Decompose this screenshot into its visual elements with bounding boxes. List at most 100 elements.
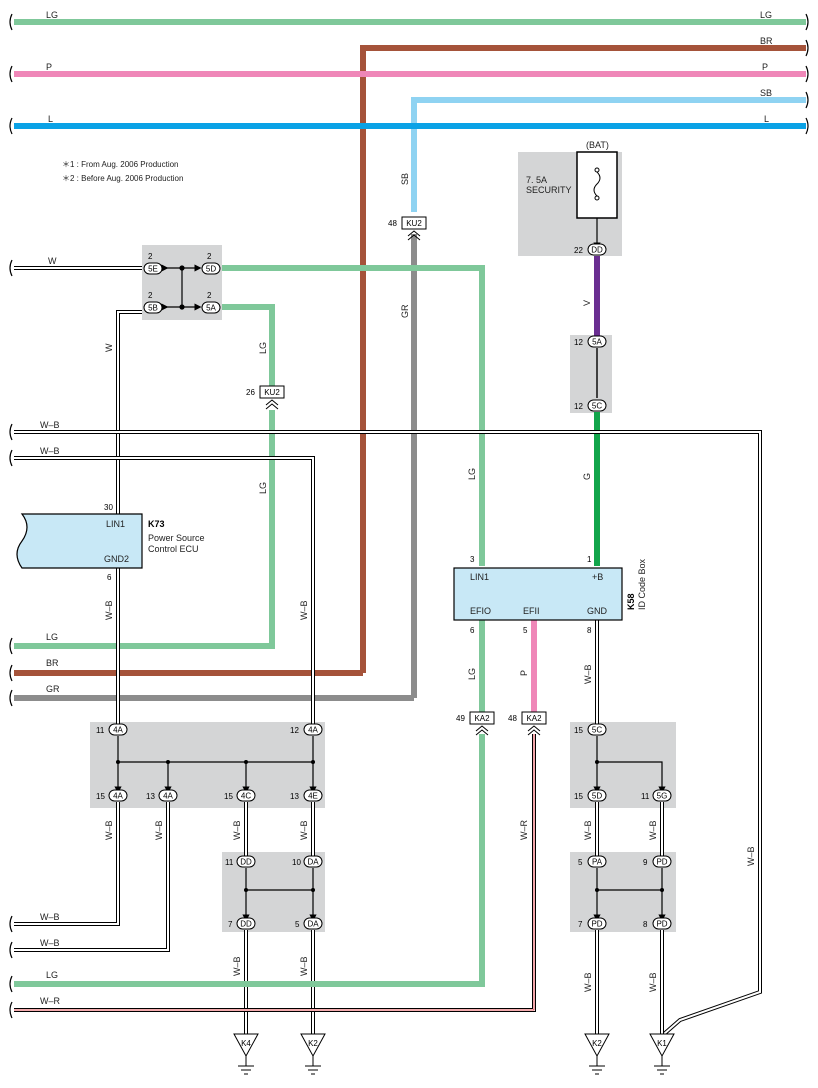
k73-pin-gnd: 6 xyxy=(107,573,112,582)
svg-text:8: 8 xyxy=(643,920,648,929)
svg-text:5E: 5E xyxy=(148,265,158,274)
svg-text:2: 2 xyxy=(207,291,212,300)
k58-pin-b: 1 xyxy=(587,555,592,564)
svg-text:15: 15 xyxy=(224,792,233,801)
svg-text:7: 7 xyxy=(578,920,583,929)
svg-text:4A: 4A xyxy=(113,726,123,735)
k58-id-code-box: LIN1 +B EFIO EFII GND 3 1 6 5 8 K58 ID C… xyxy=(453,555,647,635)
fuse-bat-label: (BAT) xyxy=(586,140,609,150)
svg-text:15: 15 xyxy=(96,792,105,801)
wire-wr xyxy=(14,734,535,1011)
svg-text:12: 12 xyxy=(574,338,583,347)
wire-lg-1-label: LG xyxy=(258,342,268,354)
svg-text:11: 11 xyxy=(641,792,650,801)
svg-text:4C: 4C xyxy=(241,792,251,801)
svg-text:DD: DD xyxy=(591,246,603,255)
ground-k4: K4 xyxy=(233,1033,259,1075)
left-bus-wb3: W–B xyxy=(40,912,60,922)
wire-w-vert xyxy=(117,311,142,514)
k58-efii: EFII xyxy=(523,606,540,616)
svg-text:9: 9 xyxy=(643,858,648,867)
svg-text:13: 13 xyxy=(146,792,155,801)
left-bus-wb4: W–B xyxy=(40,938,60,948)
wire-p-label: P xyxy=(519,670,529,676)
conn-4a-13: 4A 13 xyxy=(146,789,178,802)
svg-text:4A: 4A xyxy=(308,726,318,735)
inline-connectors: KU2 48 KU2 26 KA2 49 KA2 48 xyxy=(246,216,547,736)
svg-text:7: 7 xyxy=(228,920,233,929)
svg-text:15: 15 xyxy=(574,726,583,735)
svg-text:26: 26 xyxy=(246,388,255,397)
conn-5g-11: 5G 11 xyxy=(641,789,672,802)
conn-5a-tl: 5A2 xyxy=(201,291,221,314)
svg-text:K1: K1 xyxy=(657,1039,667,1048)
k73-gnd2: GND2 xyxy=(104,554,129,564)
svg-text:4A: 4A xyxy=(113,792,123,801)
conn-ku2-48: KU2 48 xyxy=(388,216,427,241)
svg-text:KA2: KA2 xyxy=(526,714,542,723)
conn-da-5: DA5 xyxy=(295,917,323,930)
conn-ku2-26: KU2 26 xyxy=(246,385,285,410)
conn-pa-5: PA5 xyxy=(578,855,607,868)
svg-text:5: 5 xyxy=(578,858,583,867)
wire-wb-g-label: W–B xyxy=(299,820,309,840)
left-bus-gr: GR xyxy=(46,684,60,694)
wire-wb-m-label: W–B xyxy=(648,972,658,992)
grounds: K4 K2 K2 K1 xyxy=(233,1033,675,1075)
k58-pin-lin: 3 xyxy=(470,555,475,564)
conn-5c-15: 5C 15 xyxy=(574,723,607,736)
wire-lg-3-label: LG xyxy=(467,468,477,480)
k73-id: K73 xyxy=(148,519,165,529)
svg-text:5A: 5A xyxy=(206,304,216,313)
wire-wb-c-label: W–B xyxy=(583,664,593,684)
wire-w-vert-label: W xyxy=(104,343,114,352)
note-2: ＊2 : Before Aug. 2006 Production xyxy=(62,174,183,183)
wire-wb-j-label: W–B xyxy=(232,956,242,976)
junction-top-left-internal xyxy=(161,264,202,311)
left-bus-breaks xyxy=(9,259,13,1019)
wire-wb-h-label: W–B xyxy=(583,820,593,840)
svg-text:5A: 5A xyxy=(592,338,602,347)
svg-text:KA2: KA2 xyxy=(474,714,490,723)
svg-text:K2: K2 xyxy=(592,1039,602,1048)
left-bus-br: BR xyxy=(46,658,59,668)
k58-b: +B xyxy=(592,572,603,582)
bus-breaks xyxy=(9,13,809,135)
svg-text:10: 10 xyxy=(292,858,301,867)
bus-l-left-label: L xyxy=(48,114,53,124)
conn-5e: 5E2 xyxy=(143,252,163,275)
svg-text:5B: 5B xyxy=(148,304,158,313)
left-bus-wb1: W–B xyxy=(40,420,60,430)
svg-text:48: 48 xyxy=(388,219,397,228)
svg-text:2: 2 xyxy=(148,291,153,300)
k58-efio: EFIO xyxy=(470,606,491,616)
svg-text:5G: 5G xyxy=(657,792,668,801)
wire-gr-label: GR xyxy=(400,304,410,318)
left-bus-lg2: LG xyxy=(46,970,58,980)
svg-text:PD: PD xyxy=(656,920,667,929)
wire-g-label: G xyxy=(582,473,592,480)
junction-dots xyxy=(116,760,664,892)
wire-wb-f-label: W–B xyxy=(232,820,242,840)
wire-wb-k-label: W–B xyxy=(299,956,309,976)
svg-text:15: 15 xyxy=(574,792,583,801)
wire-wb-a-label: W–B xyxy=(104,600,114,620)
conn-pd-9: PD9 xyxy=(643,855,672,868)
k73-name2: Control ECU xyxy=(148,544,199,554)
svg-text:4A: 4A xyxy=(163,792,173,801)
svg-text:49: 49 xyxy=(456,714,465,723)
wire-wb-l-label: W–B xyxy=(583,972,593,992)
conn-4c-15: 4C 15 xyxy=(224,789,256,802)
k58-lin1: LIN1 xyxy=(470,572,489,582)
wire-lg-4-label: LG xyxy=(467,668,477,680)
svg-text:KU2: KU2 xyxy=(264,388,280,397)
wire-wr-label: W–R xyxy=(519,820,529,841)
svg-text:5C: 5C xyxy=(592,726,602,735)
